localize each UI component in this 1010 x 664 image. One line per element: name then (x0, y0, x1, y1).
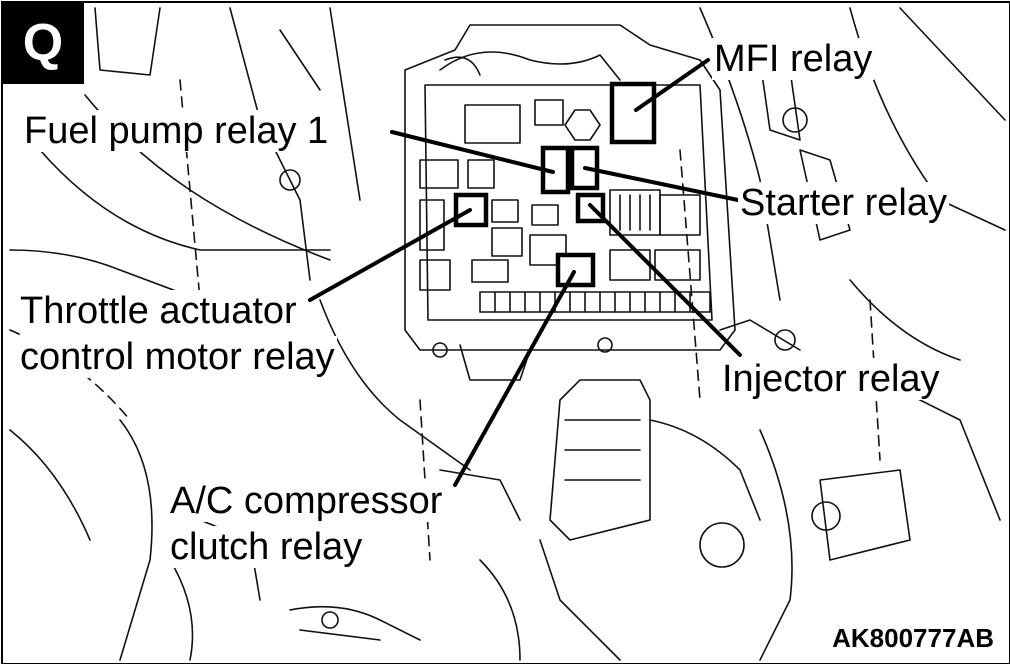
leader-injector (588, 203, 742, 357)
highlighted-relays (453, 81, 657, 288)
label-mfi-relay: MFI relay (712, 38, 875, 80)
label-ac-line2: clutch relay (168, 526, 365, 568)
view-badge: Q (2, 2, 84, 84)
label-throttle-line1: Throttle actuator (18, 290, 299, 332)
label-ac-line1: A/C compressor (168, 480, 445, 522)
relay-box (404, 24, 736, 381)
leader-fuel-pump (390, 130, 555, 174)
label-fuel-pump-relay-1: Fuel pump relay 1 (22, 110, 331, 152)
mfi-relay-outline (609, 81, 657, 145)
leader-starter (583, 166, 740, 202)
leader-mfi (634, 58, 710, 112)
label-injector-relay: Injector relay (720, 358, 942, 400)
figure-code: AK800777AB (830, 623, 996, 654)
label-throttle-line2: control motor relay (18, 336, 337, 378)
leader-throttle (308, 208, 472, 302)
label-starter-relay: Starter relay (738, 182, 949, 224)
leader-ac (453, 270, 576, 487)
leader-lines (308, 58, 742, 487)
ac-relay-outline (555, 252, 596, 288)
